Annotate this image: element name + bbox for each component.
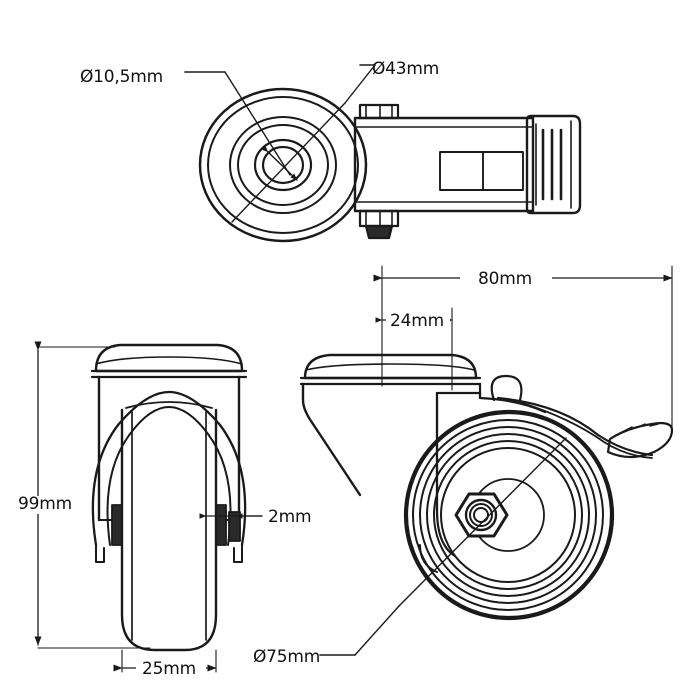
top-view-upper-bolt: [358, 103, 400, 120]
overall-length-label-top: 80mm: [478, 269, 532, 289]
top-view-lower-bolt: [358, 209, 400, 240]
top-view-housing: [353, 116, 535, 213]
side-view-top-cap: [299, 353, 482, 386]
wheel-diameter-dimension-leader: [319, 437, 567, 656]
height-label-mask: [14, 496, 76, 514]
side-view-hub-nut: [454, 492, 509, 538]
side-view-brake-lever: [490, 374, 674, 459]
offset-length-label-top: 24mm: [390, 311, 444, 331]
front-view-brake-pads: [111, 504, 241, 546]
width-label-mask: [136, 658, 206, 676]
length-label-mask: [460, 268, 552, 286]
offset-label-mask: [386, 310, 450, 328]
plate-circle-diameter-label: Ø43mm: [372, 59, 439, 79]
front-view-wheel: [120, 401, 218, 652]
bore-dimension-leader: [184, 71, 298, 181]
side-view-wheel: [403, 409, 615, 621]
overall-height-label-top: 99mm: [18, 494, 72, 514]
plate-circle-dimension-leader: [231, 64, 376, 223]
overall-length-dimension: [373, 265, 673, 435]
brake-gap-label: 2mm: [268, 507, 311, 527]
top-view: [184, 64, 582, 243]
front-view-brake-yoke: [91, 390, 247, 563]
wheel-width-label-top: 25mm: [142, 659, 196, 679]
top-view-brake-housing: [525, 114, 582, 215]
side-view: [299, 265, 674, 656]
top-view-wheel-circles: [198, 87, 368, 243]
front-view: [34, 341, 263, 673]
top-view-pedal-window: [439, 151, 524, 191]
wheel-diameter-label: Ø75mm: [253, 647, 320, 667]
bore-diameter-label: Ø10,5mm: [80, 67, 163, 87]
front-view-top-cap: [90, 343, 248, 379]
